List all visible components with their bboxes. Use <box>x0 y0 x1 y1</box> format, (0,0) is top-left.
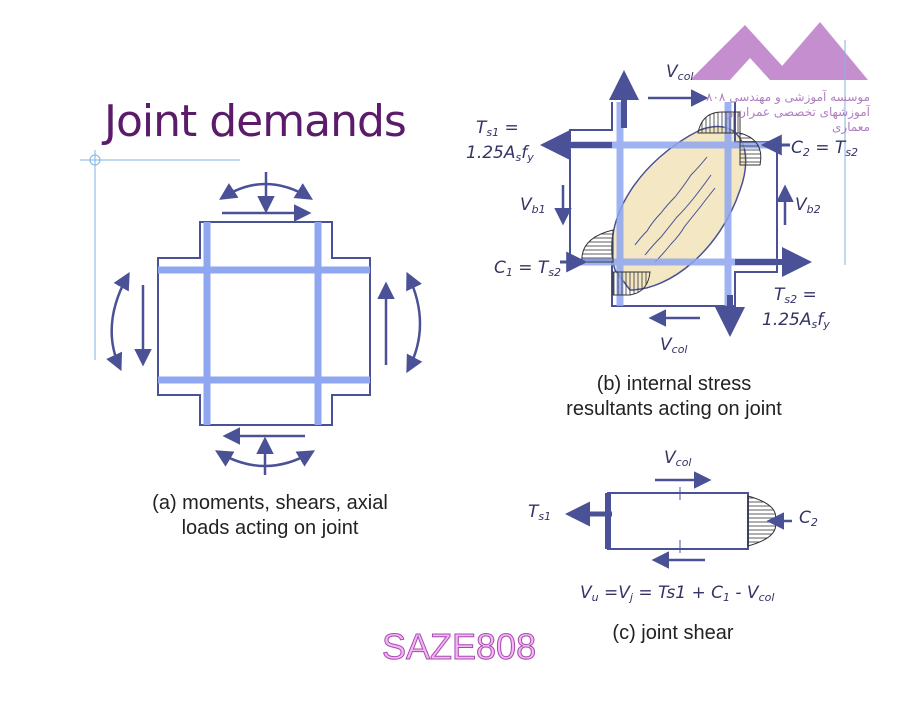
slide-guides <box>80 40 846 360</box>
label-joint-shear-equation: Vu =Vj = Ts1 + C1 - Vcol <box>580 583 775 604</box>
stress-block-left <box>581 229 614 263</box>
moment-arrow-right <box>406 271 423 374</box>
label-c1-eq: C1 = Ts2 <box>494 258 562 279</box>
crack-lines <box>634 156 716 263</box>
stress-block-top <box>697 111 741 134</box>
stress-block-right <box>739 132 762 166</box>
joint-a-outline <box>157 221 371 426</box>
label-ts1: Ts1 = <box>476 118 519 139</box>
joint-b <box>540 70 812 337</box>
label-ts1-value: 1.25Asfy <box>466 143 534 164</box>
logo-text: موسسه آموزشی و مهندسی ۸۰۸ آموزشهای تخصصی… <box>706 90 870 134</box>
joint-c <box>565 471 792 569</box>
label-vb1: Vb1 <box>520 195 546 216</box>
caption-a: (a) moments, shears, axial loads acting … <box>152 492 388 539</box>
label-c-ts1: Ts1 <box>528 502 552 523</box>
page-title: Joint demands <box>104 96 407 147</box>
label-vcol-bottom: Vcol <box>660 335 688 356</box>
label-vcol-top: Vcol <box>666 62 694 83</box>
caption-c: (c) joint shear <box>612 622 734 644</box>
joint-a <box>106 172 423 475</box>
label-c-vcol: Vcol <box>664 448 692 469</box>
label-ts2-value: 1.25Asfy <box>762 310 830 331</box>
label-vb2: Vb2 <box>795 195 821 216</box>
joint-c-box <box>607 492 749 550</box>
label-c2-eq: C2 = Ts2 <box>791 138 859 159</box>
caption-b: (b) internal stress resultants acting on… <box>566 373 782 420</box>
watermark-text: SAZE808 <box>381 626 537 668</box>
moment-arrow-left <box>106 271 130 372</box>
logo <box>690 22 868 80</box>
label-ts2: Ts2 = <box>774 285 817 306</box>
joint-a-rebars <box>158 222 370 425</box>
label-c-c2: C2 <box>799 508 818 529</box>
stress-block-bottom <box>612 271 651 296</box>
